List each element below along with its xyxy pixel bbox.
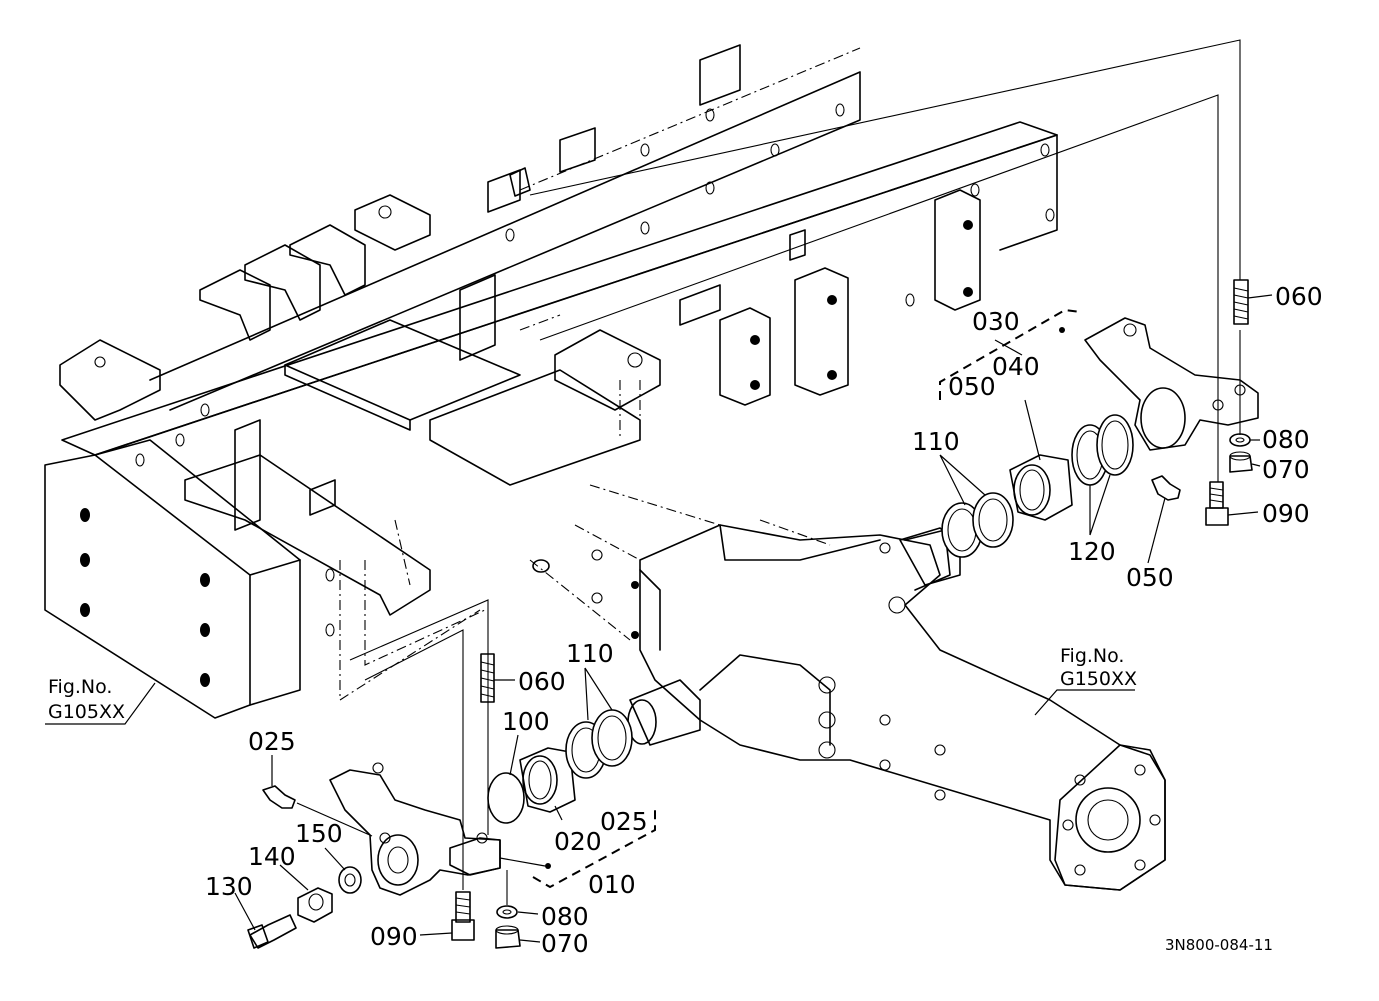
callout-030: 030	[972, 307, 1020, 336]
callout-150: 150	[295, 819, 343, 848]
callout-060-lower: 060	[518, 667, 566, 696]
figure-ref-left: Fig.No. G105XX	[45, 676, 156, 725]
grease-fitting-lower	[262, 785, 373, 837]
bushing-100	[487, 772, 525, 824]
rail-holes	[135, 103, 1055, 637]
o-rings-120	[1071, 414, 1134, 486]
callout-labels: 060 030 040 050 110 080 070 090 120 050 …	[205, 282, 1323, 958]
callout-050-lower: 050	[1126, 563, 1174, 592]
front-support-bracket-lower	[329, 762, 551, 896]
fasteners-lower	[451, 891, 521, 949]
grease-fitting-upper	[1151, 475, 1181, 501]
figure-ref-left-line1: Fig.No.	[48, 676, 112, 698]
spacer-blocks	[719, 189, 981, 406]
bushing-040	[1009, 454, 1073, 521]
callout-120: 120	[1068, 537, 1116, 566]
callout-110-upper: 110	[912, 427, 960, 456]
assembly-010-outline	[532, 808, 656, 889]
thrust-washers-110-upper	[941, 492, 1014, 558]
callout-025-lower: 025	[600, 807, 648, 836]
thrust-washers-110-lower	[565, 709, 633, 779]
fasteners-upper	[1205, 433, 1253, 526]
callout-080-upper: 080	[1262, 425, 1310, 454]
callout-050-upper: 050	[948, 372, 996, 401]
callout-070-lower: 070	[541, 929, 589, 958]
figure-ref-right-line2: G150XX	[1060, 668, 1137, 690]
bushing-020	[519, 747, 576, 813]
assembly-030-outline	[939, 308, 1081, 400]
figure-ref-left-line2: G105XX	[48, 701, 125, 723]
callout-020: 020	[554, 827, 602, 856]
bolt-nut-washer-lower	[247, 866, 362, 949]
axle-housing	[529, 484, 1166, 891]
chassis-frame	[44, 44, 1058, 719]
callout-010: 010	[588, 870, 636, 899]
callout-060-upper: 060	[1275, 282, 1323, 311]
front-block-holes	[80, 508, 210, 687]
callout-040: 040	[992, 352, 1040, 381]
callout-090-lower: 090	[370, 922, 418, 951]
front-support-bracket-upper	[1059, 317, 1259, 451]
stud-upper	[1233, 279, 1249, 325]
callout-100: 100	[502, 707, 550, 736]
callout-110-lower: 110	[566, 639, 614, 668]
callout-140: 140	[248, 842, 296, 871]
callout-070-upper: 070	[1262, 455, 1310, 484]
figure-ref-right: Fig.No. G150XX	[1034, 645, 1137, 716]
callout-leaders	[234, 39, 1273, 943]
figure-ref-right-line1: Fig.No.	[1060, 645, 1124, 667]
callout-130: 130	[205, 872, 253, 901]
drawing-code: 3N800-084-11	[1165, 936, 1273, 954]
callout-080-lower: 080	[541, 902, 589, 931]
callout-025-upper: 025	[248, 727, 296, 756]
callout-090-upper: 090	[1262, 499, 1310, 528]
